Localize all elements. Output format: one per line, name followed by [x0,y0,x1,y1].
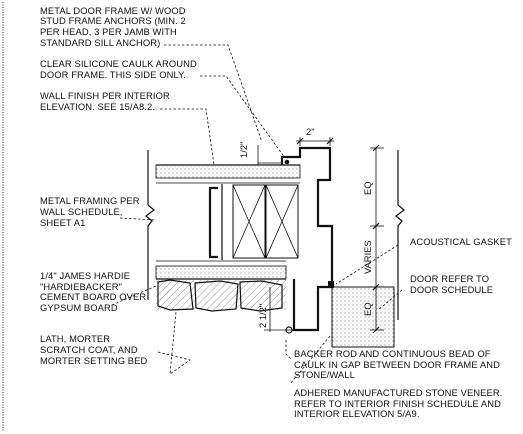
metal-stud-channel [208,186,218,259]
note-line: DOOR FRAME. THIS SIDE ONLY. [40,69,186,80]
note-line: SCRATCH COAT, AND [40,344,138,355]
note-backer-rod: BACKER ROD AND CONTINUOUS BEAD OF CAULK … [294,348,500,380]
dim-varies: VARIES [362,240,373,274]
gypsum-board-bottom [155,265,287,280]
note-line: STUD FRAME ANCHORS (MIN. 2 [40,15,186,26]
note-line: METAL FRAMING PER [40,195,140,206]
note-line: DOOR REFER TO [410,273,489,284]
note-lath: LATH, MORTER SCRATCH COAT, AND MORTER SE… [40,333,147,366]
note-line: METAL DOOR FRAME W/ WOOD [40,5,186,16]
dim-two-inch: 2" [306,126,315,137]
note-metal-framing: METAL FRAMING PER WALL SCHEDULE, SHEET A… [40,195,140,228]
note-line: SHEET A1 [40,217,85,228]
note-line: CLEAR SILICONE CAULK AROUND [40,58,197,69]
note-line: ELEVATION. SEE 15/A8.2. [40,101,155,112]
break-line-right [395,150,405,320]
acoustical-gasket [328,281,334,288]
note-line: GYPSUM BOARD [40,302,118,313]
stone-veneer [156,279,286,312]
dim-eq-top: EQ [362,181,373,195]
note-line: BACKER ROD AND CONTINUOUS BEAD OF [294,348,491,359]
note-line: WALL FINISH PER INTERIOR [40,90,170,101]
note-line: CEMENT BOARD OVER [40,291,146,302]
note-caulk: CLEAR SILICONE CAULK AROUND DOOR FRAME. … [40,58,197,80]
note-line: STANDARD SILL ANCHOR) [40,37,160,48]
dim-eq-bottom: EQ [362,302,373,316]
caulk-bead [284,159,290,165]
dim-two-half-inch: 2 1/2" [257,304,268,328]
note-door: DOOR REFER TO DOOR SCHEDULE [410,273,493,295]
note-line: ADHERED MANUFACTURED STONE VENEER. [294,387,502,398]
dimensions [257,137,384,334]
note-line: MORTER SETTING BED [40,355,147,366]
door-leaf [331,286,395,348]
note-line: INTERIOR ELEVATION 5/A9. [294,408,420,419]
note-acoustical-gasket: ACOUSTICAL GASKET [410,236,512,247]
note-wall-finish: WALL FINISH PER INTERIOR ELEVATION. SEE … [40,90,170,112]
note-line: PER HEAD, 3 PER JAMB WITH [40,26,177,37]
note-line: CAULK IN GAP BETWEEN DOOR FRAME AND [294,359,500,370]
note-cement-board: 1/4" JAMES HARDIE "HARDIEBACKER" CEMENT … [40,270,146,313]
leader-lines [111,44,403,385]
note-line: LATH, MORTER [40,333,110,344]
note-door-frame: METAL DOOR FRAME W/ WOOD STUD FRAME ANCH… [40,5,186,48]
gypsum-board-top [155,164,301,179]
wood-stud-right [265,184,299,259]
note-line: ACOUSTICAL GASKET [410,236,512,247]
note-stone-veneer: ADHERED MANUFACTURED STONE VENEER. REFER… [294,387,502,419]
note-line: STONE/WALL [294,369,355,380]
note-line: WALL SCHEDULE, [40,206,123,217]
dim-half-inch: 1/2" [238,142,249,158]
note-line: 1/4" JAMES HARDIE [40,270,130,281]
note-line: DOOR SCHEDULE [410,284,493,295]
break-line-left [145,150,155,300]
metal-door-frame [280,146,395,348]
wall-assembly [145,150,405,320]
wood-stud-left [232,184,266,259]
note-line: REFER TO INTERIOR FINISH SCHEDULE AND [294,398,501,409]
note-line: "HARDIEBACKER" [40,281,122,292]
